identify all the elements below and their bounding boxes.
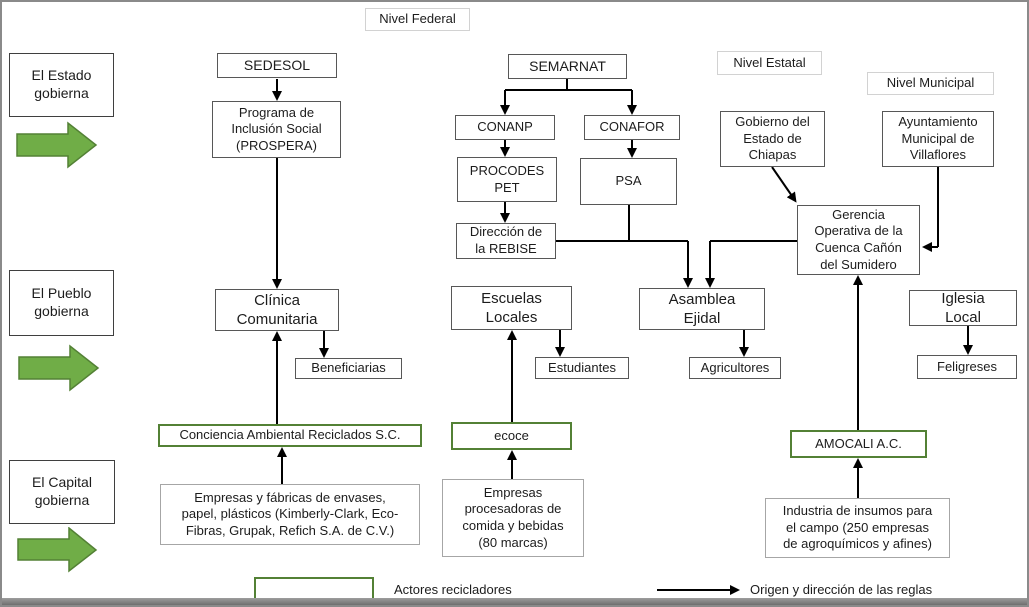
node-conanp: CONANP [455, 115, 555, 140]
node-beneficiarias: Beneficiarias [295, 358, 402, 379]
band-nivel-municipal: Nivel Municipal [867, 72, 994, 95]
band-nivel-federal: Nivel Federal [365, 8, 470, 31]
node-empresas-comida: Empresas procesadoras de comida y bebida… [442, 479, 584, 557]
legend-recicladores-label: Actores recicladores [394, 582, 512, 597]
node-prospera: Programa de Inclusión Social (PROSPERA) [212, 101, 341, 158]
row-label-el-estado: El Estado gobierna [9, 53, 114, 117]
node-estudiantes: Estudiantes [535, 357, 629, 379]
node-conafor: CONAFOR [584, 115, 680, 140]
row-label-el-capital: El Capital gobierna [9, 460, 115, 524]
node-gobierno-chiapas: Gobierno del Estado de Chiapas [720, 111, 825, 167]
node-asamblea-ejidal: Asamblea Ejidal [639, 288, 765, 330]
node-semarnat: SEMARNAT [508, 54, 627, 79]
bottom-border-bar [2, 598, 1027, 605]
row-label-el-pueblo: El Pueblo gobierna [9, 270, 114, 336]
node-psa: PSA [580, 158, 677, 205]
row-arrow-estado-icon [16, 121, 98, 169]
node-gerencia-sumidero: Gerencia Operativa de la Cuenca Cañón de… [797, 205, 920, 275]
node-escuelas-locales: Escuelas Locales [451, 286, 572, 330]
node-sedesol: SEDESOL [217, 53, 337, 78]
row-arrow-capital-icon [17, 527, 98, 573]
node-industria-insumos: Industria de insumos para el campo (250 … [765, 498, 950, 558]
row-arrow-pueblo-icon [18, 344, 100, 392]
node-direccion-rebise: Dirección de la REBISE [456, 223, 556, 259]
node-agricultores: Agricultores [689, 357, 781, 379]
node-clinica-comunitaria: Clínica Comunitaria [215, 289, 339, 331]
legend-recycler-swatch [254, 577, 374, 602]
node-iglesia-local: Iglesia Local [909, 290, 1017, 326]
band-nivel-estatal: Nivel Estatal [717, 51, 822, 75]
node-ecoce: ecoce [451, 422, 572, 450]
node-feligreses: Feligreses [917, 355, 1017, 379]
legend-reglas-label: Origen y dirección de las reglas [750, 582, 933, 597]
node-conciencia-ambiental: Conciencia Ambiental Reciclados S.C. [158, 424, 422, 447]
node-ayuntamiento-villaflores: Ayuntamiento Municipal de Villaflores [882, 111, 994, 167]
node-amocali: AMOCALI A.C. [790, 430, 927, 458]
node-procodes-pet: PROCODES PET [457, 157, 557, 202]
node-empresas-envases: Empresas y fábricas de envases, papel, p… [160, 484, 420, 545]
